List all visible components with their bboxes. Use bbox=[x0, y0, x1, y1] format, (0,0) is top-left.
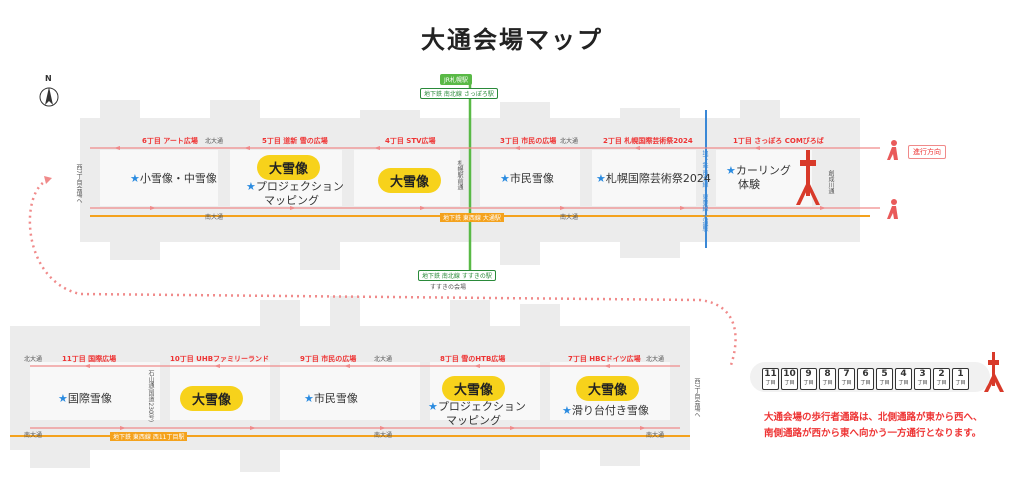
chome-9: 9丁目 市民の広場 bbox=[300, 355, 357, 363]
compass-icon bbox=[39, 87, 59, 107]
chome-7: 7丁目 HBCドイツ広場 bbox=[568, 355, 641, 363]
star-icon: ★ bbox=[246, 180, 256, 193]
arrows-bottom bbox=[30, 365, 680, 429]
site-b9: 市民雪像 bbox=[313, 392, 358, 405]
bstreet-ishiyama: 石山通(国道230号) bbox=[147, 370, 154, 423]
chome-11: 11丁目 国際広場 bbox=[62, 355, 117, 363]
direction-label: 進行方向 bbox=[908, 145, 946, 159]
star-icon: ★ bbox=[130, 172, 140, 185]
bstreet-south-a: 南大通 bbox=[24, 432, 43, 439]
big-snow-8: 大雪像 bbox=[442, 376, 506, 401]
tv-tower-icon-small bbox=[984, 352, 1004, 392]
subway-bottom-label: 地下鉄 南北線 すすきの駅 bbox=[418, 270, 496, 281]
chome-5: 5丁目 道新 雪の広場 bbox=[262, 137, 328, 145]
street-soseigawa: 創成川通 bbox=[827, 170, 834, 194]
street-west: 西7丁目会場へ bbox=[75, 164, 82, 204]
chome-6: 6丁目 アート広場 bbox=[142, 137, 198, 145]
star-icon: ★ bbox=[562, 404, 572, 417]
transfer-route bbox=[28, 178, 737, 369]
site-t6: 小雪像・中雪像 bbox=[139, 172, 217, 185]
chome-4: 4丁目 STV広場 bbox=[385, 137, 436, 145]
star-icon: ★ bbox=[726, 164, 736, 177]
street-south: 南大通 bbox=[205, 214, 224, 221]
star-icon: ★ bbox=[596, 172, 606, 185]
site-b8a: プロジェクション bbox=[437, 400, 526, 413]
subway-top-label: 地下鉄 南北線 さっぽろ駅 bbox=[420, 88, 498, 99]
bstreet-north-c: 北大通 bbox=[646, 356, 665, 363]
susukino-label: すすきの会場 bbox=[430, 284, 467, 291]
site-t2: 札幌国際芸術祭2024 bbox=[605, 172, 711, 185]
site-b7: 滑り台付き雪像 bbox=[571, 404, 649, 417]
site-b8b: マッピング bbox=[446, 414, 501, 427]
bstreet-south-c: 南大通 bbox=[646, 432, 665, 439]
chome-2: 2丁目 札幌国際芸術祭2024 bbox=[603, 137, 693, 145]
bstreet-east: 西7丁目会場へ bbox=[693, 378, 700, 418]
street-ekimae: 札幌駅前通 bbox=[456, 160, 463, 190]
note-line2: 南側通路が西から東へ向かう一方通行となります。 bbox=[764, 428, 982, 439]
jr-station-label: JR札幌駅 bbox=[440, 74, 472, 85]
site-t1b: 体験 bbox=[738, 178, 760, 191]
site-t5b: マッピング bbox=[264, 194, 319, 207]
street-chuo: 地下鉄 南北線・東豊線 大通駅 bbox=[701, 150, 708, 232]
nishi11-station-label: 地下鉄 東西線 西11丁目駅 bbox=[110, 432, 188, 441]
big-snow-4: 大雪像 bbox=[378, 168, 442, 193]
one-way-note: 大通会場の歩行者通路は、北側通路が東から西へ、 南側通路が西から東へ向かう一方通… bbox=[764, 410, 983, 442]
bstreet-south-b: 南大通 bbox=[374, 432, 393, 439]
street-north-a: 北大通 bbox=[205, 138, 224, 145]
site-t3: 市民雪像 bbox=[509, 172, 554, 185]
tv-tower-icon bbox=[796, 150, 820, 205]
chome-3: 3丁目 市民の広場 bbox=[500, 137, 557, 145]
star-icon: ★ bbox=[304, 392, 314, 405]
street-south2: 南大通 bbox=[560, 214, 579, 221]
big-snow-5: 大雪像 bbox=[257, 155, 321, 180]
street-north-b: 北大通 bbox=[560, 138, 579, 145]
site-b11: 国際雪像 bbox=[67, 392, 112, 405]
chome-10: 10丁目 UHBファミリーランド bbox=[170, 355, 270, 363]
north-label: N bbox=[45, 74, 52, 83]
site-t5a: プロジェクション bbox=[255, 180, 344, 193]
arrows-top bbox=[90, 147, 880, 209]
star-icon: ★ bbox=[58, 392, 68, 405]
star-icon: ★ bbox=[500, 172, 510, 185]
chome-8: 8丁目 雪のHTB広場 bbox=[440, 355, 506, 363]
bstreet-north-a: 北大通 bbox=[24, 356, 43, 363]
star-icon: ★ bbox=[428, 400, 438, 413]
chome-1: 1丁目 さっぽろ COMびろば bbox=[733, 137, 824, 145]
big-snow-7: 大雪像 bbox=[576, 376, 640, 401]
odori-station-label: 地下鉄 東西線 大通駅 bbox=[440, 213, 504, 222]
note-line1: 大通会場の歩行者通路は、北側通路が東から西へ、 bbox=[764, 412, 983, 423]
big-snow-10: 大雪像 bbox=[180, 386, 244, 411]
site-t1a: カーリング bbox=[735, 164, 791, 177]
bstreet-north-b: 北大通 bbox=[374, 356, 393, 363]
walker-icon bbox=[887, 140, 898, 219]
page-title: 大通会場マップ bbox=[421, 26, 603, 54]
